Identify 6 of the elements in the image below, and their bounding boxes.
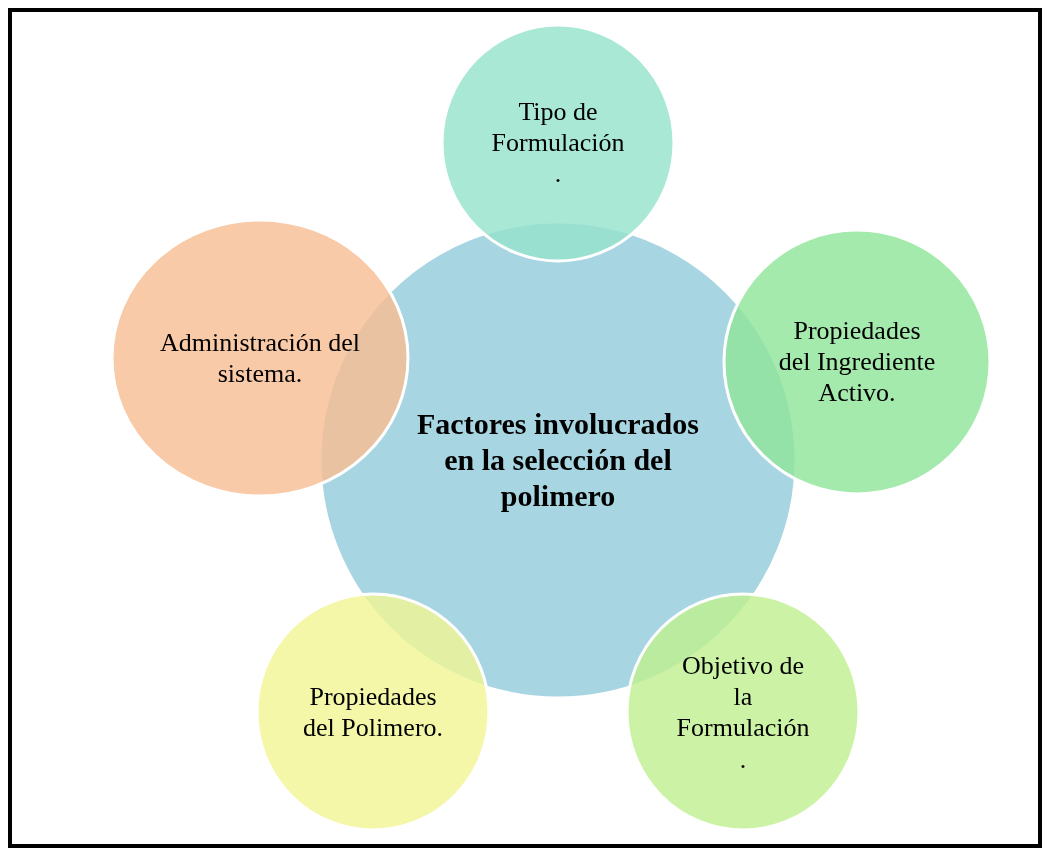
factor-label: Tipo de Formulación . (490, 96, 626, 190)
factor-label: Administración del sistema. (159, 326, 361, 390)
central-title: Factores involucrados en la selección del polimero (416, 406, 700, 514)
factor-label: Objetivo de la Formulación . (675, 649, 811, 775)
factor-label: Propiedades del Ingrediente Activo. (777, 315, 937, 409)
factor-label: Propiedades del Polimero. (301, 680, 445, 744)
